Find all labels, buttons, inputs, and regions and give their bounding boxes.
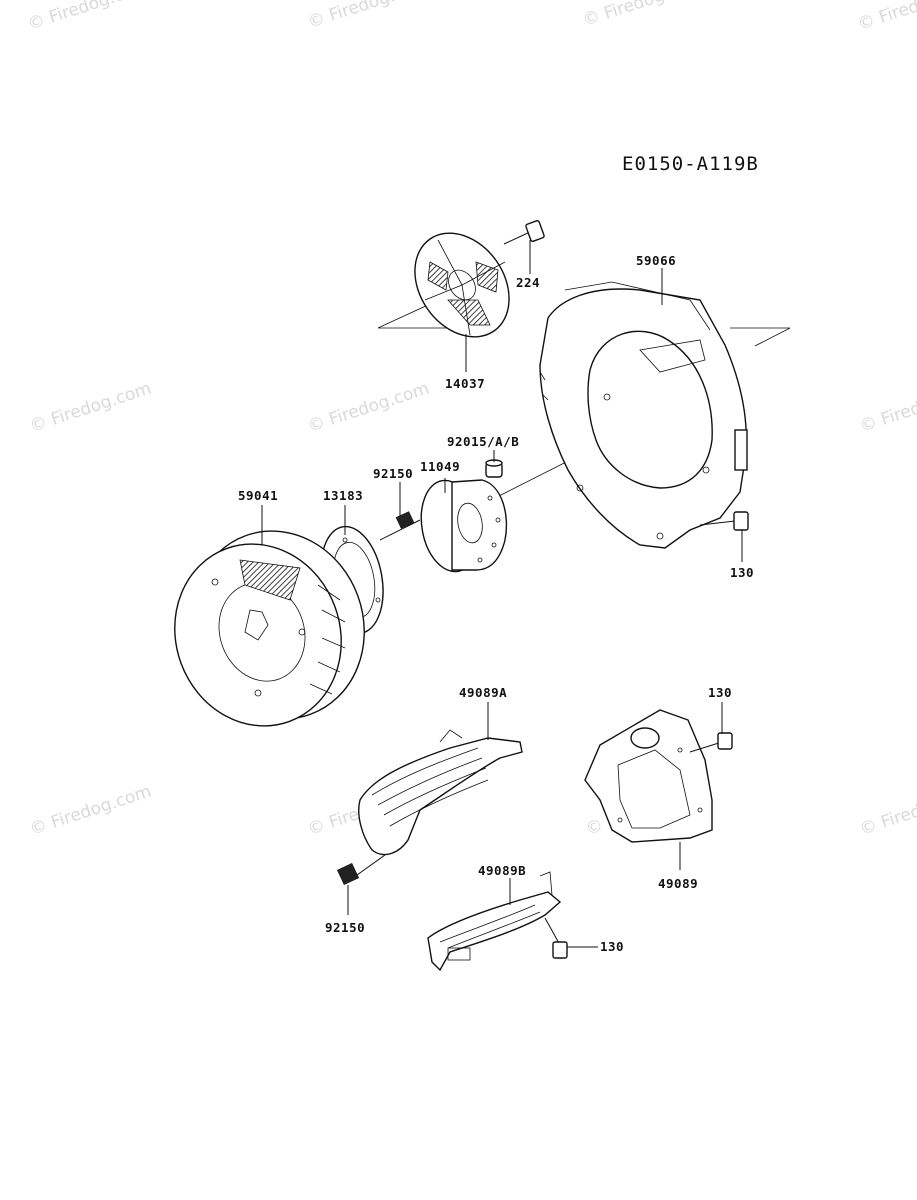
part-label: 49089 — [658, 876, 698, 891]
watermark: © Firedog.com — [857, 782, 917, 840]
watermark: © Firedog.com — [857, 379, 917, 437]
screen-14037[interactable] — [395, 215, 528, 355]
part-label: 49089A — [459, 685, 507, 700]
fan-housing-59066[interactable] — [539, 281, 748, 549]
watermark: © Firedog.com — [305, 0, 431, 33]
watermark: © Firedog.com — [855, 0, 917, 35]
part-label: 11049 — [420, 459, 460, 474]
bolt-130-middle[interactable] — [689, 732, 733, 753]
watermarks: © Firedog.com © Firedog.com © Firedog.co… — [25, 0, 917, 840]
part-label: 130 — [708, 685, 732, 700]
part-label: 13183 — [323, 488, 363, 503]
bolt-224[interactable] — [503, 220, 545, 245]
part-label: 224 — [516, 275, 540, 290]
watermark: © Firedog.com — [27, 782, 153, 840]
stud-bolt-92150-upper[interactable] — [379, 511, 421, 541]
part-label: 59066 — [636, 253, 676, 268]
part-label: 92150 — [325, 920, 365, 935]
watermark: © Firedog.com — [25, 0, 151, 35]
collar-92015[interactable] — [485, 459, 503, 478]
cover-49089A[interactable] — [358, 729, 523, 856]
part-label: 49089B — [478, 863, 526, 878]
bolt-130-lower[interactable] — [544, 917, 598, 959]
cover-49089B[interactable] — [427, 871, 562, 972]
part-labels: 224 59066 14037 92015/A/B 11049 92150 13… — [238, 253, 754, 954]
diagram-code: E0150-A119B — [622, 153, 759, 175]
part-label: 14037 — [445, 376, 485, 391]
part-label: 130 — [730, 565, 754, 580]
stud-bolt-92150-lower[interactable] — [336, 854, 386, 886]
part-label: 92015/A/B — [447, 434, 519, 449]
bolt-130-upper[interactable] — [699, 511, 749, 531]
shroud-49089[interactable] — [584, 709, 713, 843]
flywheel-fan-59041[interactable] — [149, 507, 390, 750]
watermark: © Firedog.com — [580, 0, 706, 31]
part-label: 92150 — [373, 466, 413, 481]
fan-mount-11049[interactable] — [414, 476, 508, 576]
watermark: © Firedog.com — [27, 379, 153, 437]
part-label: 130 — [600, 939, 624, 954]
part-label: 59041 — [238, 488, 278, 503]
watermark: © Firedog.com — [305, 379, 431, 437]
